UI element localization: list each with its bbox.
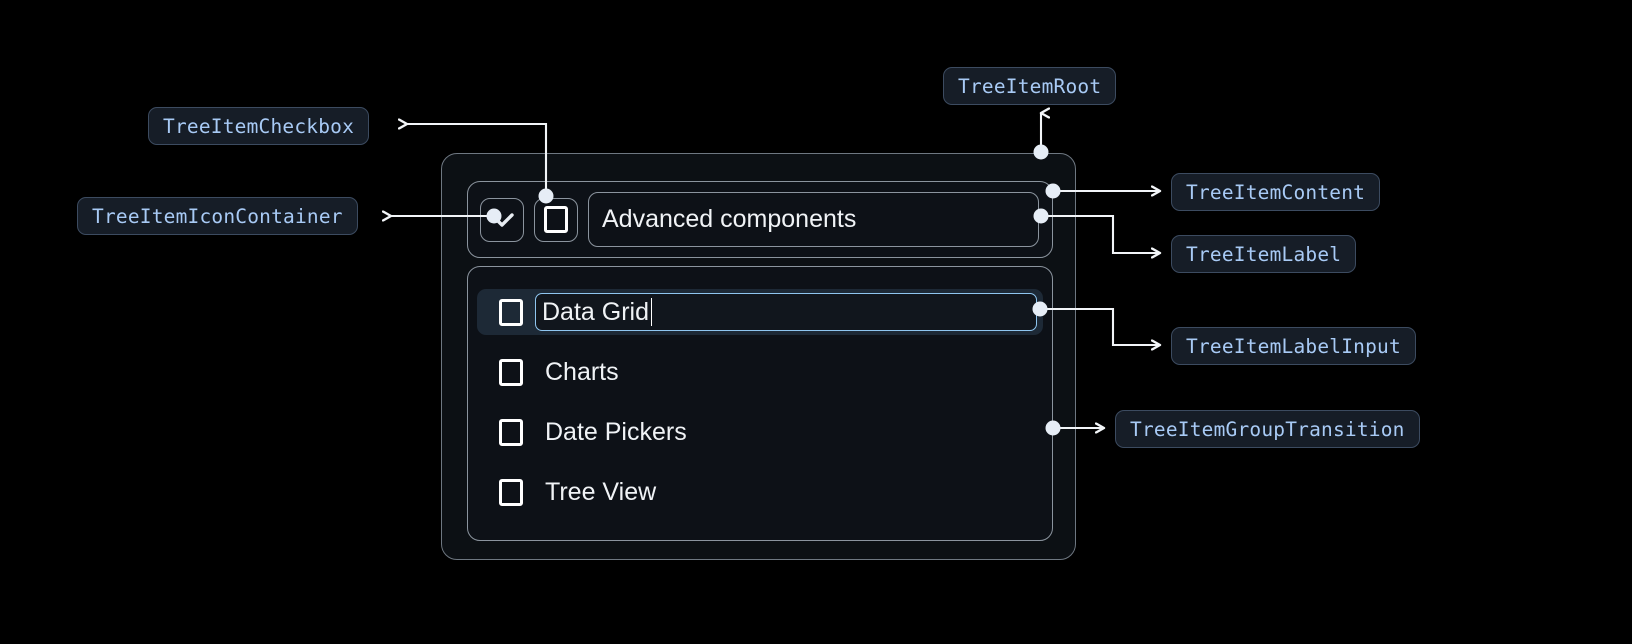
checkbox-unchecked-icon xyxy=(544,206,568,233)
tree-item-label-input[interactable]: Data Grid xyxy=(535,293,1037,331)
tree-item-root[interactable]: Advanced components Data Grid Charts Dat… xyxy=(441,153,1076,560)
tree-item-label-text: Advanced components xyxy=(602,205,857,233)
badge-tree-item-content[interactable]: TreeItemContent xyxy=(1171,173,1381,211)
tree-item-row-tree-view[interactable]: Tree View xyxy=(468,469,1052,515)
tree-item-label-text: Tree View xyxy=(545,477,657,506)
text-caret xyxy=(650,298,653,326)
tree-item-row-charts[interactable]: Charts xyxy=(468,349,1052,395)
badge-tree-item-label-input[interactable]: TreeItemLabelInput xyxy=(1171,327,1416,365)
tree-item-group-transition: Data Grid Charts Date Pickers Tree View xyxy=(467,266,1053,541)
badge-tree-item-root[interactable]: TreeItemRoot xyxy=(943,67,1117,105)
chevron-down-icon xyxy=(489,212,515,228)
badge-tree-item-label[interactable]: TreeItemLabel xyxy=(1171,235,1357,273)
tree-item-row-data-grid[interactable]: Data Grid xyxy=(477,289,1043,335)
checkbox-unchecked-icon[interactable] xyxy=(499,478,523,506)
tree-item-content[interactable]: Advanced components xyxy=(467,181,1053,258)
tree-item-label-input-value: Data Grid xyxy=(542,297,649,326)
badge-tree-item-checkbox[interactable]: TreeItemCheckbox xyxy=(148,107,370,145)
badge-tree-item-icon-container[interactable]: TreeItemIconContainer xyxy=(77,197,358,235)
tree-item-row-date-pickers[interactable]: Date Pickers xyxy=(468,409,1052,455)
checkbox-unchecked-icon[interactable] xyxy=(499,298,523,326)
tree-item-label-text: Date Pickers xyxy=(545,417,687,446)
checkbox-unchecked-icon[interactable] xyxy=(499,418,523,446)
tree-item-label[interactable]: Advanced components xyxy=(588,192,1039,247)
badge-tree-item-group-transition[interactable]: TreeItemGroupTransition xyxy=(1115,410,1420,448)
tree-item-icon-container[interactable] xyxy=(480,197,524,242)
tree-item-checkbox[interactable] xyxy=(534,197,578,242)
checkbox-unchecked-icon[interactable] xyxy=(499,358,523,386)
tree-item-label-text: Charts xyxy=(545,357,619,386)
